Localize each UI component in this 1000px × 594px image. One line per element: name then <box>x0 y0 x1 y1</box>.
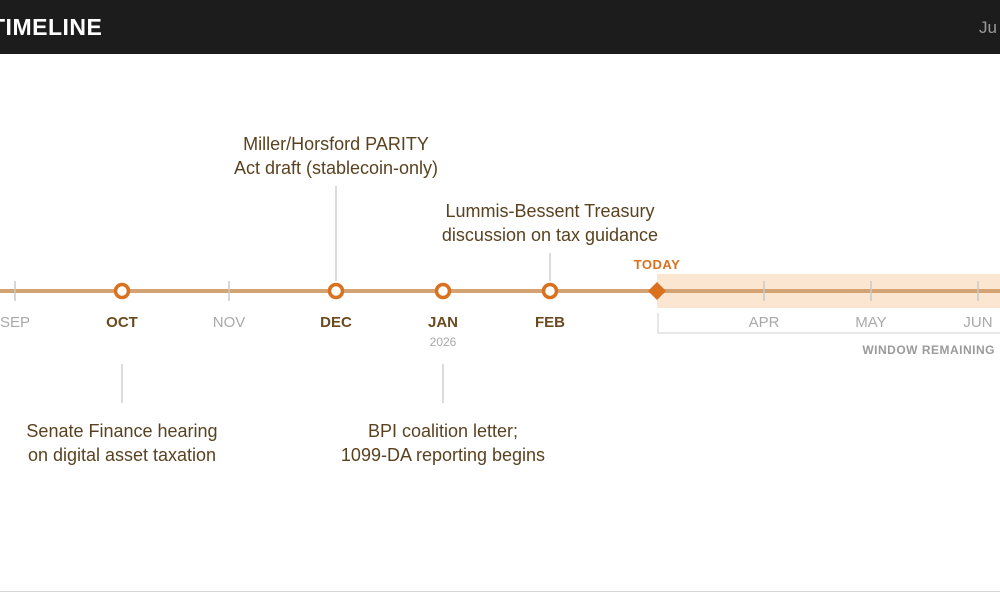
event-text-line: discussion on tax guidance <box>442 225 658 245</box>
month-label-feb: FEB <box>535 314 565 331</box>
today-marker[interactable] <box>648 282 666 300</box>
month-label-dec: DEC <box>320 314 352 331</box>
month-label-oct: OCT <box>106 314 138 331</box>
event-marker-feb[interactable] <box>541 282 559 300</box>
page-title: TIMELINE <box>0 14 103 40</box>
window-remaining-label: WINDOW REMAINING <box>862 343 995 357</box>
event-text-line: BPI coalition letter; <box>368 421 518 441</box>
month-label-jan: JAN <box>428 314 458 331</box>
event-text-line: 1099-DA reporting begins <box>341 445 545 465</box>
event-text-line: Act draft (stablecoin-only) <box>234 158 438 178</box>
today-label: TODAY <box>634 257 681 272</box>
bottom-divider <box>0 591 1000 592</box>
event-marker-dec[interactable] <box>327 282 345 300</box>
event-marker-oct[interactable] <box>113 282 131 300</box>
event-text-line: on digital asset taxation <box>28 445 216 465</box>
timeline-diagram: WINDOW REMAINING SEP OCT NOV DEC JAN 2026 FEB A… <box>0 134 1000 465</box>
month-label-apr: APR <box>749 314 780 331</box>
window-bracket <box>657 313 1000 334</box>
month-label-may: MAY <box>855 314 886 331</box>
event-text-line: Senate Finance hearing <box>26 421 217 441</box>
month-label-jun: JUN <box>963 314 992 331</box>
year-label: 2026 <box>430 335 457 349</box>
event-marker-jan[interactable] <box>434 282 452 300</box>
header-bar: TIMELINE Ju <box>0 0 1000 54</box>
event-text-line: Lummis-Bessent Treasury <box>445 201 654 221</box>
month-label-sep: SEP <box>0 314 30 331</box>
month-label-nov: NOV <box>213 314 246 331</box>
header-date: Ju <box>979 18 997 37</box>
event-text-line: Miller/Horsford PARITY <box>243 134 429 154</box>
